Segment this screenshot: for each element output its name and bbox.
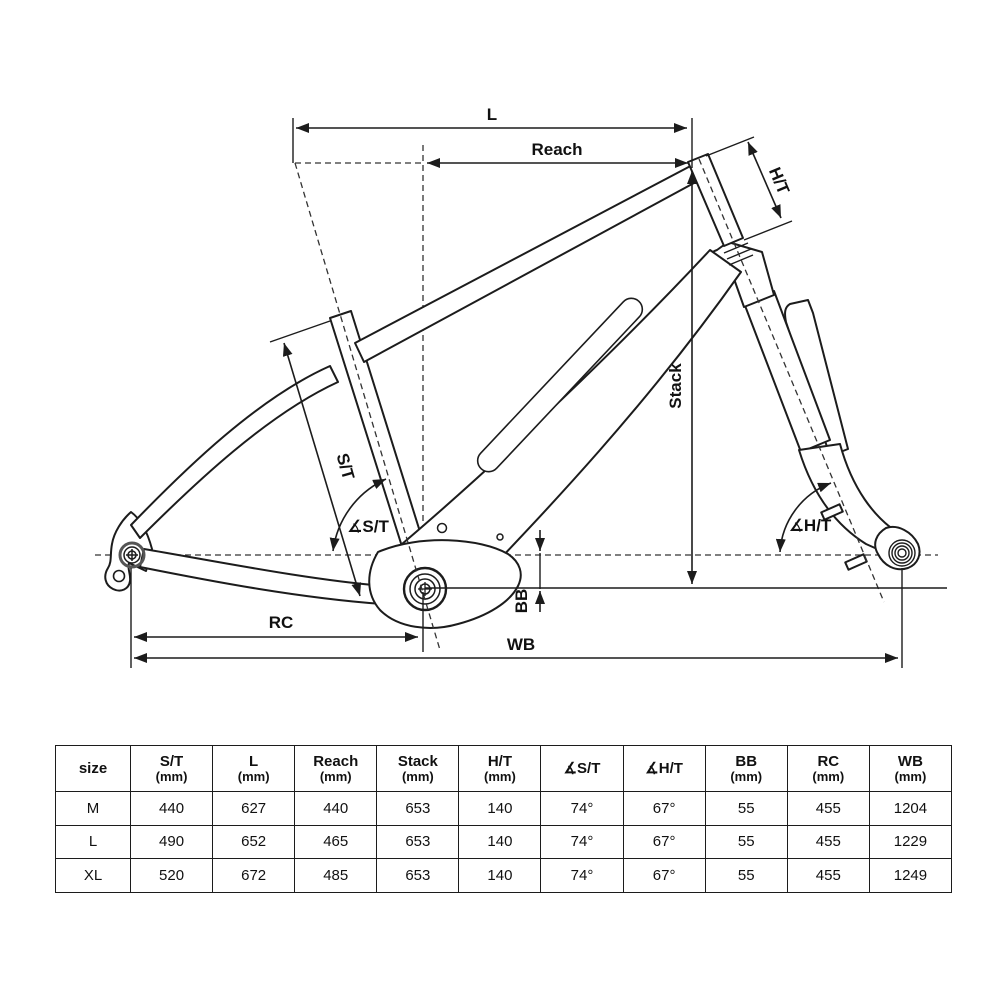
cell-wb: 1229 bbox=[868, 824, 953, 859]
table-row-size-xl: XL 520 672 485 653 140 74° 67° 55 455 12… bbox=[55, 858, 953, 893]
motor-bolt-b bbox=[496, 533, 504, 541]
label-bb: BB bbox=[512, 589, 531, 614]
cell-st-angle: 74° bbox=[540, 858, 624, 893]
seat-stay bbox=[130, 365, 339, 539]
col-header-reach: Reach(mm) bbox=[294, 745, 378, 792]
cell-l: 672 bbox=[212, 858, 296, 893]
cell-rc: 455 bbox=[786, 824, 870, 859]
col-header-ht-angle: ∡H/T bbox=[622, 745, 706, 792]
cell-l: 627 bbox=[212, 791, 296, 826]
cell-ht-angle: 67° bbox=[622, 824, 706, 859]
dim-st-angle-arc bbox=[329, 478, 387, 552]
rear-axle-icon bbox=[118, 541, 146, 569]
geometry-table: size S/T(mm) L(mm) Reach(mm) Stack(mm) H… bbox=[55, 745, 953, 893]
front-axle-icon bbox=[888, 539, 916, 567]
cell-stack: 653 bbox=[376, 824, 460, 859]
cell-bb: 55 bbox=[704, 824, 788, 859]
axis-lines-front bbox=[294, 158, 885, 651]
cell-reach: 485 bbox=[294, 858, 378, 893]
label-st: S/T bbox=[333, 451, 359, 482]
cell-size: XL bbox=[55, 858, 131, 893]
col-header-bb: BB(mm) bbox=[704, 745, 788, 792]
col-header-wb: WB(mm) bbox=[868, 745, 953, 792]
cell-ht-angle: 67° bbox=[622, 858, 706, 893]
table-row-size-m: M 440 627 440 653 140 74° 67° 55 455 120… bbox=[55, 791, 953, 826]
st-top-tick bbox=[269, 320, 331, 343]
fork-lowerleg-rear bbox=[784, 299, 849, 457]
cell-bb: 55 bbox=[704, 858, 788, 893]
col-header-l: L(mm) bbox=[212, 745, 296, 792]
frame-outline bbox=[329, 153, 754, 629]
cell-ht-angle: 67° bbox=[622, 791, 706, 826]
col-header-rc: RC(mm) bbox=[786, 745, 870, 792]
geometry-table-header: size S/T(mm) L(mm) Reach(mm) Stack(mm) H… bbox=[55, 745, 953, 792]
cell-l: 652 bbox=[212, 824, 296, 859]
cell-st: 440 bbox=[129, 791, 214, 826]
dim-ht-angle-arc bbox=[775, 482, 832, 553]
rear-triangle bbox=[104, 365, 385, 605]
extension-lines bbox=[130, 118, 947, 668]
cell-st-angle: 74° bbox=[540, 824, 624, 859]
label-st-angle: ∡S/T bbox=[347, 517, 389, 536]
dimension-labels: L Reach H/T Stack S/T ∡S/T ∡H/T BB RC WB bbox=[269, 105, 832, 654]
col-header-stack: Stack(mm) bbox=[376, 745, 460, 792]
label-ht-angle: ∡H/T bbox=[789, 516, 832, 535]
cell-reach: 465 bbox=[294, 824, 378, 859]
dimension-arrows bbox=[134, 123, 898, 663]
cell-size: L bbox=[55, 824, 131, 859]
cell-rc: 455 bbox=[786, 858, 870, 893]
ht-ext-top bbox=[705, 136, 755, 157]
cell-size: M bbox=[55, 791, 131, 826]
col-header-ht: H/T(mm) bbox=[458, 745, 542, 792]
label-reach: Reach bbox=[531, 140, 582, 159]
cell-st-angle: 74° bbox=[540, 791, 624, 826]
cell-bb: 55 bbox=[704, 791, 788, 826]
label-stack: Stack bbox=[666, 363, 685, 409]
dim-st bbox=[282, 342, 362, 597]
brake-mount-lower bbox=[844, 553, 868, 571]
cell-reach: 440 bbox=[294, 791, 378, 826]
col-header-st: S/T(mm) bbox=[129, 745, 214, 792]
battery-cover-seam bbox=[476, 297, 644, 473]
ht-ext-bottom bbox=[743, 220, 793, 241]
cell-st: 490 bbox=[129, 824, 214, 859]
col-header-size: size bbox=[55, 745, 131, 792]
dim-ht bbox=[747, 141, 782, 219]
cell-ht: 140 bbox=[458, 858, 542, 893]
cell-ht: 140 bbox=[458, 791, 542, 826]
label-rc: RC bbox=[269, 613, 294, 632]
seat-tube-axis bbox=[294, 162, 441, 651]
cell-st: 520 bbox=[129, 858, 214, 893]
chain-stay bbox=[139, 548, 385, 605]
cell-wb: 1249 bbox=[868, 858, 953, 893]
geometry-diagram: L Reach H/T Stack S/T ∡S/T ∡H/T BB RC WB bbox=[95, 105, 947, 668]
cell-stack: 653 bbox=[376, 858, 460, 893]
col-header-st-angle: ∡S/T bbox=[540, 745, 624, 792]
cell-ht: 140 bbox=[458, 824, 542, 859]
fork-outline bbox=[706, 241, 921, 571]
table-row-size-l: L 490 652 465 653 140 74° 67° 55 455 122… bbox=[55, 824, 953, 859]
head-tube-axis bbox=[698, 158, 885, 603]
motor-bolt-a bbox=[436, 522, 448, 534]
cell-stack: 653 bbox=[376, 791, 460, 826]
cell-rc: 455 bbox=[786, 791, 870, 826]
reference-lines-behind bbox=[95, 145, 938, 556]
label-wb: WB bbox=[507, 635, 535, 654]
bottom-bracket-icon bbox=[402, 566, 448, 612]
derailleur-hanger-hole bbox=[112, 569, 126, 583]
label-l: L bbox=[487, 105, 497, 124]
cell-wb: 1204 bbox=[868, 791, 953, 826]
